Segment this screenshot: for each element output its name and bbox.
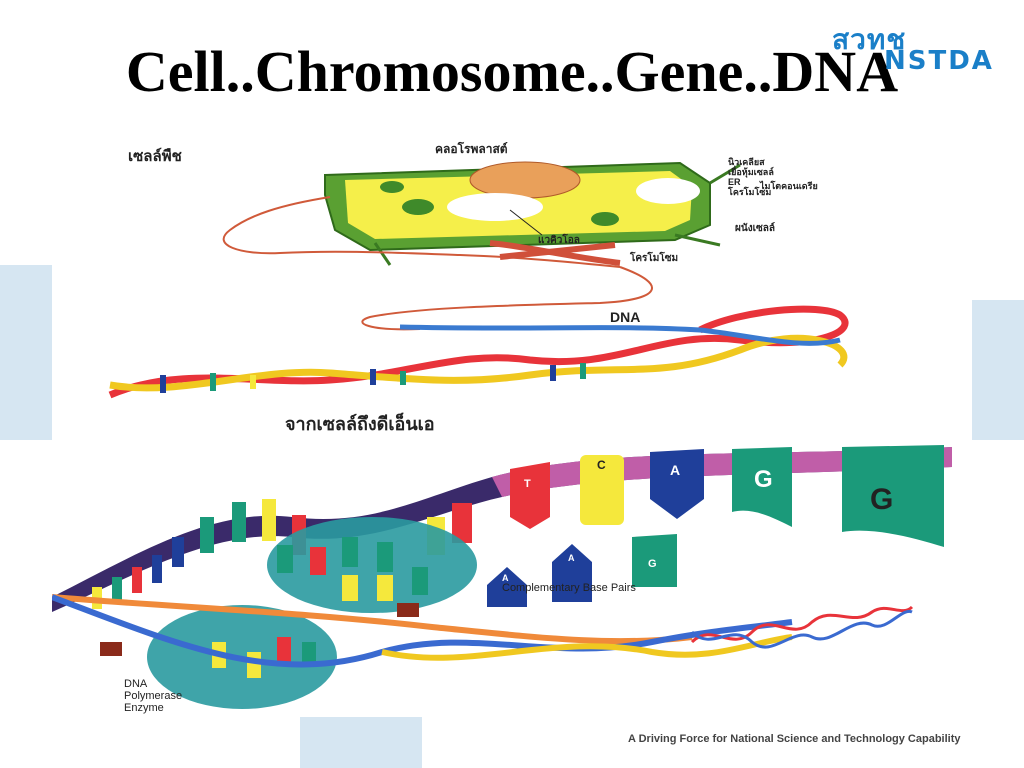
- complementary-base-pairs-label: Complementary Base Pairs: [502, 582, 636, 594]
- base-C-label: C: [597, 458, 606, 472]
- base-G-label-1: G: [754, 466, 773, 493]
- base-C-large: C: [580, 455, 624, 525]
- base-T-large: T: [510, 462, 550, 529]
- vacuole-2: [636, 178, 700, 204]
- dna-label: DNA: [610, 309, 640, 325]
- base-T-label: T: [524, 478, 531, 490]
- vacuole-label: แวคิวโอล: [538, 233, 580, 246]
- chloroplast: [402, 199, 434, 215]
- base-A-label: A: [670, 462, 680, 478]
- label-right-3: ER: [728, 177, 741, 187]
- polymerase-enzyme-upper: [267, 517, 477, 613]
- chromosome: [489, 240, 621, 266]
- complement-base-A-2: A: [552, 544, 592, 602]
- free-nucleotide-2: [100, 642, 122, 656]
- chloroplast-3: [380, 181, 404, 193]
- chloroplast-label: คลอโรพลาสต์: [435, 141, 508, 156]
- decorative-band-right: [972, 300, 1024, 440]
- plant-cell-label: เซลล์พืช: [128, 147, 182, 165]
- free-nucleotide-1: [397, 603, 419, 617]
- complement-A2-label: A: [568, 553, 575, 563]
- enzyme-label-line2: Polymerase: [124, 690, 182, 702]
- vacuole: [447, 193, 543, 221]
- slide-title: Cell..Chromosome..Gene..DNA: [125, 39, 899, 104]
- label-right-1: นิวเคลียส: [728, 157, 765, 167]
- logo-thai-text: สวทช: [832, 23, 907, 56]
- chloroplast-2: [591, 212, 619, 226]
- decorative-band-bottom: [300, 716, 422, 768]
- cell-wall-label: ผนังเซลล์: [735, 222, 775, 234]
- enzyme-label-line3: Enzyme: [124, 702, 164, 714]
- complement-A1-label: A: [502, 573, 509, 583]
- dna-replication-figure: T C A G G A A G Complementary Base Pairs: [52, 437, 972, 717]
- complement-base-A-1: A: [487, 567, 527, 607]
- plant-cell: [324, 161, 741, 266]
- complement-base-G: G: [632, 534, 677, 587]
- cell-to-dna-figure: เซลล์พืช คลอโรพลาสต์ นิวเคลียส เยื่อหุ้ม…: [108, 141, 849, 434]
- chromatin-to-dna: [361, 266, 653, 331]
- dna-lower-strand-blue: [52, 594, 793, 668]
- nucleus: [469, 161, 581, 199]
- chromatin-fiber: [222, 196, 621, 268]
- nstda-logo: สวทช NSTDA: [824, 16, 1004, 76]
- figure-top-caption: จากเซลล์ถึงดีเอ็นเอ: [285, 412, 435, 434]
- trailing-helix: [690, 605, 914, 649]
- chromosome-label: โครโมโซม: [629, 251, 678, 264]
- base-G-large-1: G: [732, 447, 792, 527]
- dna-lower-strand-yellow: [381, 634, 793, 661]
- dna-double-helix: [108, 305, 849, 399]
- logo-english-text: NSTDA: [884, 46, 994, 76]
- base-G-large-2: G: [842, 445, 944, 547]
- base-A-large: A: [650, 449, 704, 519]
- base-G-label-2: G: [870, 483, 893, 516]
- label-right-4: โครโมโซม: [727, 186, 771, 197]
- label-right-2: เยื่อหุ้มเซลล์: [728, 165, 774, 178]
- enzyme-label-line1: DNA: [124, 678, 148, 690]
- complement-G-label: G: [648, 558, 657, 570]
- decorative-band-left: [0, 265, 52, 440]
- enzyme-bases: [212, 537, 428, 678]
- footer-tagline: A Driving Force for National Science and…: [628, 733, 961, 745]
- label-right-5: ไมโตคอนเดรีย: [759, 180, 818, 191]
- dna-lower-strand-orange: [52, 594, 693, 645]
